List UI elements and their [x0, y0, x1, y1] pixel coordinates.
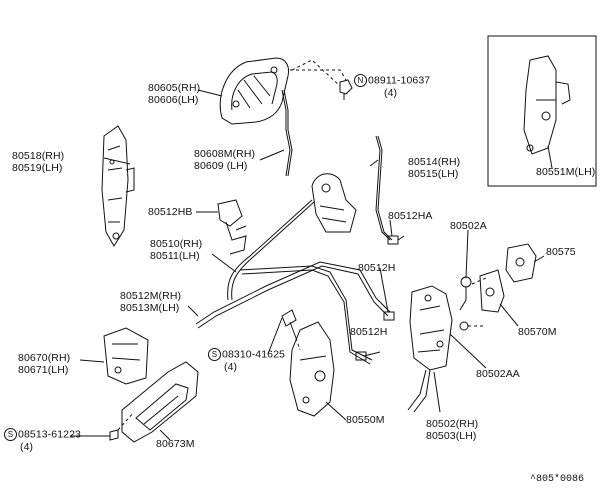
label-80514: 80514(RH) 80515(LH): [408, 156, 460, 180]
bracket-80550m-drawing: [289, 321, 335, 417]
label-80551m: 80551M(LH): [536, 166, 595, 178]
label-80670: 80670(RH) 80671(LH): [18, 352, 70, 376]
label-80512ha-text: 80512HA: [388, 210, 433, 222]
striker-80570m-drawing: [479, 269, 505, 313]
label-80575: 80575: [546, 246, 576, 258]
label-80570m-text: 80570M: [518, 326, 557, 338]
label-80503-lh: 80503(LH): [426, 430, 477, 442]
screw-08310-drawing: [281, 309, 297, 339]
circle-s-icon: S: [208, 348, 221, 361]
label-80605-rh: 80605(RH): [148, 82, 201, 94]
label-80570m: 80570M: [518, 326, 557, 338]
rod-80514: [375, 135, 391, 241]
label-80551m-text: 80551M(LH): [536, 166, 596, 178]
clip-80512h-upper: [383, 311, 395, 321]
clip-drawing: [339, 79, 353, 100]
label-80512ha: 80512HA: [388, 210, 432, 222]
label-80550m-text: 80550M: [346, 414, 385, 426]
rod-80608m: [281, 89, 291, 177]
plate-80575-drawing: [505, 243, 537, 283]
label-80502aa-text: 80502AA: [476, 368, 520, 380]
label-80512h-upper-text: 80512H: [358, 262, 396, 274]
label-80605: 80605(RH) 80606(LH): [148, 82, 200, 106]
label-08310-number: 08310-41625: [222, 348, 285, 361]
label-80502a-text: 80502A: [450, 220, 487, 232]
label-80519-lh: 80519(LH): [12, 162, 63, 174]
inset-frame: [487, 35, 597, 187]
label-80608m-rh: 80608M(RH): [194, 148, 256, 160]
rod-80512m: [195, 261, 391, 325]
label-80502aa: 80502AA: [476, 368, 520, 380]
inside-handle-80670-drawing: [103, 327, 149, 385]
label-80512h-upper: 80512H: [358, 262, 395, 274]
label-80512m: 80512M(RH) 80513M(LH): [120, 290, 181, 314]
label-80512h-lower-text: 80512H: [350, 326, 388, 338]
label-80606-lh: 80606(LH): [148, 94, 199, 106]
label-80512hb: 80512HB: [148, 206, 192, 218]
label-80609-lh: 80609 (LH): [194, 160, 248, 172]
rod-80512h: [239, 265, 373, 361]
label-80512m-rh: 80512M(RH): [120, 290, 182, 302]
clip-80512ha-drawing: [387, 235, 405, 245]
label-80518-rh: 80518(RH): [12, 150, 65, 162]
label-80510-rh: 80510(RH): [150, 238, 203, 250]
label-08310-qty: (4): [224, 361, 238, 373]
rod-80510: [227, 199, 313, 301]
circle-n-icon: N: [354, 74, 367, 87]
circle-s-icon-2: S: [4, 428, 17, 441]
label-80518: 80518(RH) 80519(LH): [12, 150, 64, 174]
bracket-80518-drawing: [101, 125, 135, 247]
center-bracket-drawing: [311, 173, 357, 233]
label-80512hb-text: 80512HB: [148, 206, 193, 218]
label-80515-lh: 80515(LH): [408, 168, 459, 180]
label-08513-qty: (4): [20, 441, 34, 453]
label-80502a: 80502A: [450, 220, 487, 232]
label-08911-number: 08911-10637: [368, 74, 431, 87]
label-08513-number: 08513-61223: [18, 428, 81, 441]
door-lock-drawing: [407, 285, 453, 413]
label-80511-lh: 80511(LH): [150, 250, 200, 262]
label-80670-rh: 80670(RH): [18, 352, 71, 364]
label-80510: 80510(RH) 80511(LH): [150, 238, 202, 262]
label-80608m: 80608M(RH) 80609 (LH): [194, 148, 255, 172]
label-80550m: 80550M: [346, 414, 385, 426]
label-80514-rh: 80514(RH): [408, 156, 461, 168]
label-80502: 80502(RH) 80503(LH): [426, 418, 478, 442]
label-80513m-lh: 80513M(LH): [120, 302, 180, 314]
label-80673m: 80673M: [156, 438, 195, 450]
label-08911-qty: (4): [384, 87, 398, 99]
inset-part-80551m-drawing: [523, 55, 571, 155]
clip-80512hb-drawing: [217, 199, 247, 255]
label-80502-rh: 80502(RH): [426, 418, 479, 430]
diagram-reference-code: ^805*0086: [530, 474, 585, 485]
escutcheon-80673m-drawing: [121, 361, 199, 443]
label-80575-text: 80575: [546, 246, 576, 258]
screw-08513-drawing: [109, 429, 119, 441]
label-80671-lh: 80671(LH): [18, 364, 69, 376]
label-80512h-lower: 80512H: [350, 326, 387, 338]
outside-handle-drawing: [219, 57, 289, 125]
label-80673m-text: 80673M: [156, 438, 195, 450]
bolt-80502aa-drawing: [459, 321, 486, 331]
bolt-80502a-drawing: [459, 276, 472, 311]
